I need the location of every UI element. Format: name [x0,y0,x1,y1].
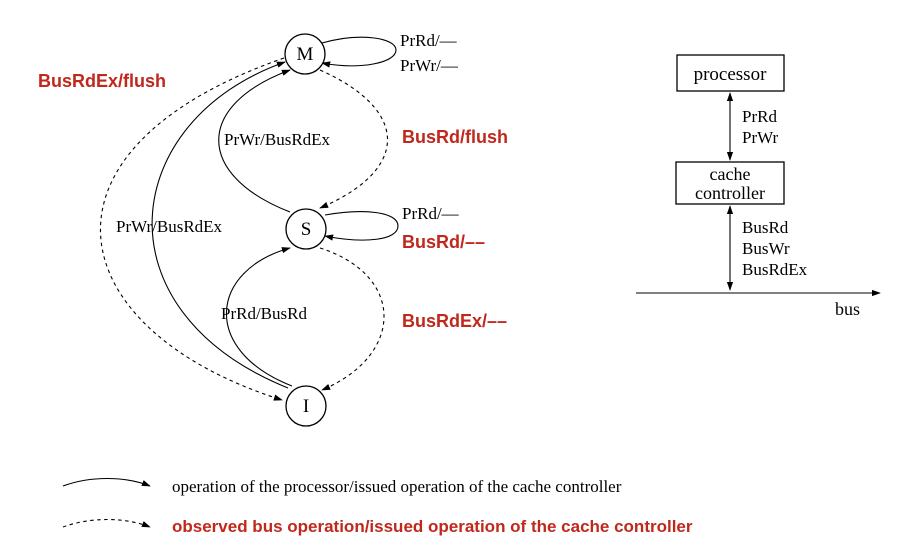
cache-label-line1: cache [710,164,751,184]
lower-op-0: BusRd [742,218,789,237]
edge-m-to-s-busrd [319,69,388,209]
upper-op-0: PrRd [742,107,777,126]
edge-i-to-m-prwr [151,61,289,389]
label-prrd-busrd: PrRd/BusRd [221,304,307,323]
label-prwr-busrdex-s-m: PrWr/BusRdEx [224,130,331,149]
state-i: I [285,385,327,427]
bus-label: bus [835,299,860,319]
state-s-label: S [301,219,312,240]
state-i-label: I [303,396,309,417]
processor-label: processor [694,64,767,85]
cache-controller-box [675,161,785,205]
label-busrdex-none: BusRdEx/–– [402,311,507,331]
label-s-self-busrd: BusRd/–– [402,232,485,252]
label-busrd-flush: BusRd/flush [402,127,508,147]
s-self-loop [324,211,399,241]
lower-op-2: BusRdEx [742,260,808,279]
legend-solid-arrow [62,477,151,487]
edge-m-to-i-busrdex [99,57,285,401]
legend-dashed-arrow [62,518,151,528]
state-s: S [285,208,327,250]
legend-dashed-text: observed bus operation/issued operation … [172,517,693,536]
state-m-label: M [297,44,314,65]
state-m: M [284,33,326,75]
cache-label-line2: controller [695,183,765,203]
edge-i-to-s-prrd [225,247,293,387]
label-s-self-prrd: PrRd/–– [402,204,459,223]
legend-solid-text: operation of the processor/issued operat… [172,477,622,496]
edge-s-to-m-prwr [218,69,291,213]
label-m-self-prwr: PrWr/–– [400,56,458,75]
upper-op-1: PrWr [742,128,778,147]
lower-op-1: BusWr [742,239,790,258]
edge-s-to-i-busrdex [319,247,385,391]
processor-box [676,54,785,92]
label-m-self-prrd: PrRd/–– [400,31,457,50]
label-busrdex-flush: BusRdEx/flush [38,71,166,91]
label-prwr-busrdex-i-m: PrWr/BusRdEx [116,217,223,236]
m-self-loop [321,36,397,68]
